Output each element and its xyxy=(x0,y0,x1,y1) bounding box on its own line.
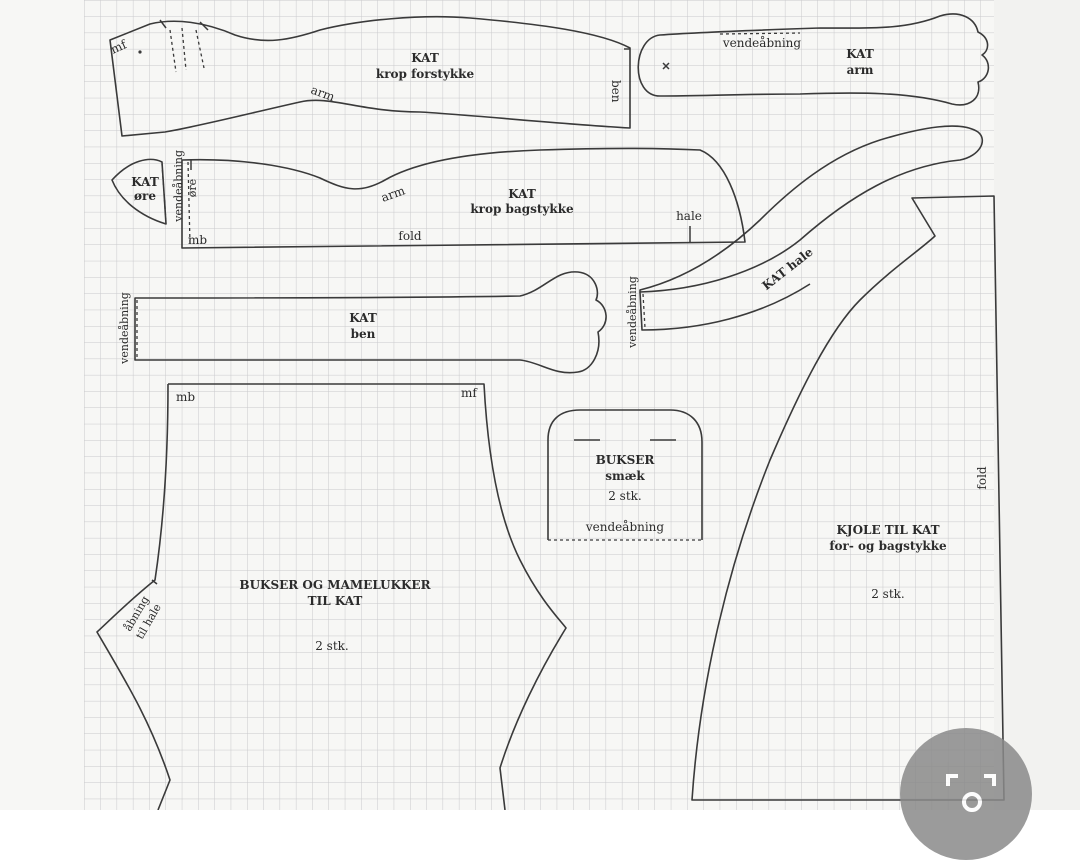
bukser-title-line2: TIL KAT xyxy=(308,594,363,608)
smaek-title: BUKSER xyxy=(596,453,656,467)
arm-vendeabning: vendeåbning xyxy=(722,35,802,50)
krop-forstykke-subtitle: krop forstykke xyxy=(376,67,475,81)
lens-search-icon xyxy=(946,774,996,812)
kjole-title-line1: KJOLE TIL KAT xyxy=(836,523,939,537)
ore-small-label: øre xyxy=(186,179,199,197)
arm-subtitle: arm xyxy=(847,63,874,77)
sewing-pattern-sheet: mf KAT krop forstykke ben arm vendeåbnin… xyxy=(84,0,1005,810)
piece-smaek: BUKSER smæk 2 stk. vendeåbning xyxy=(547,409,703,541)
piece-bukser: mb mf BUKSER OG MAMELUKKER TIL KAT 2 stk… xyxy=(96,383,567,810)
hale-vendeabning: vendeåbning xyxy=(626,276,639,349)
ore-title: KAT xyxy=(131,175,159,189)
piece-kjole: KJOLE TIL KAT for- og bagstykke 2 stk. f… xyxy=(691,195,1005,801)
arm-title: KAT xyxy=(846,47,874,61)
piece-krop-bagstykke: øre arm KAT krop bagstykke hale mb fold xyxy=(181,147,746,249)
smaek-vendeabning: vendeåbning xyxy=(585,519,665,534)
ore-vendeabning: vendeåbning xyxy=(172,150,185,223)
kjole-count: 2 stk. xyxy=(871,587,905,601)
pattern-page: mf KAT krop forstykke ben arm vendeåbnin… xyxy=(84,0,1032,860)
krop-bagstykke-subtitle: krop bagstykke xyxy=(470,202,574,216)
lens-search-button[interactable] xyxy=(900,728,1032,860)
krop-bagstykke-title: KAT xyxy=(508,187,536,201)
ore-subtitle: øre xyxy=(134,189,156,203)
krop-forstykke-title: KAT xyxy=(411,51,439,65)
piece-ben: KAT ben vendeåbning xyxy=(118,271,607,374)
kjole-fold-label: fold xyxy=(975,466,989,490)
bag-fold-label: fold xyxy=(398,229,422,243)
bukser-title-line1: BUKSER OG MAMELUKKER xyxy=(239,578,431,592)
hale-label: hale xyxy=(676,209,702,223)
mf-label: mf xyxy=(108,37,130,57)
ben-vendeabning: vendeåbning xyxy=(118,292,131,365)
bukser-mf-label: mf xyxy=(461,386,478,400)
bag-mb-label: mb xyxy=(188,233,207,247)
ben-subtitle: ben xyxy=(351,327,376,341)
piece-arm: vendeåbning KAT arm xyxy=(637,13,990,106)
smaek-count: 2 stk. xyxy=(608,489,642,503)
bukser-mb-label: mb xyxy=(176,390,195,404)
ben-label: ben xyxy=(609,80,623,103)
smaek-subtitle: smæk xyxy=(605,469,645,483)
kjole-title-line2: for- og bagstykke xyxy=(829,539,947,553)
bukser-count: 2 stk. xyxy=(315,639,349,653)
ben-title: KAT xyxy=(349,311,377,325)
